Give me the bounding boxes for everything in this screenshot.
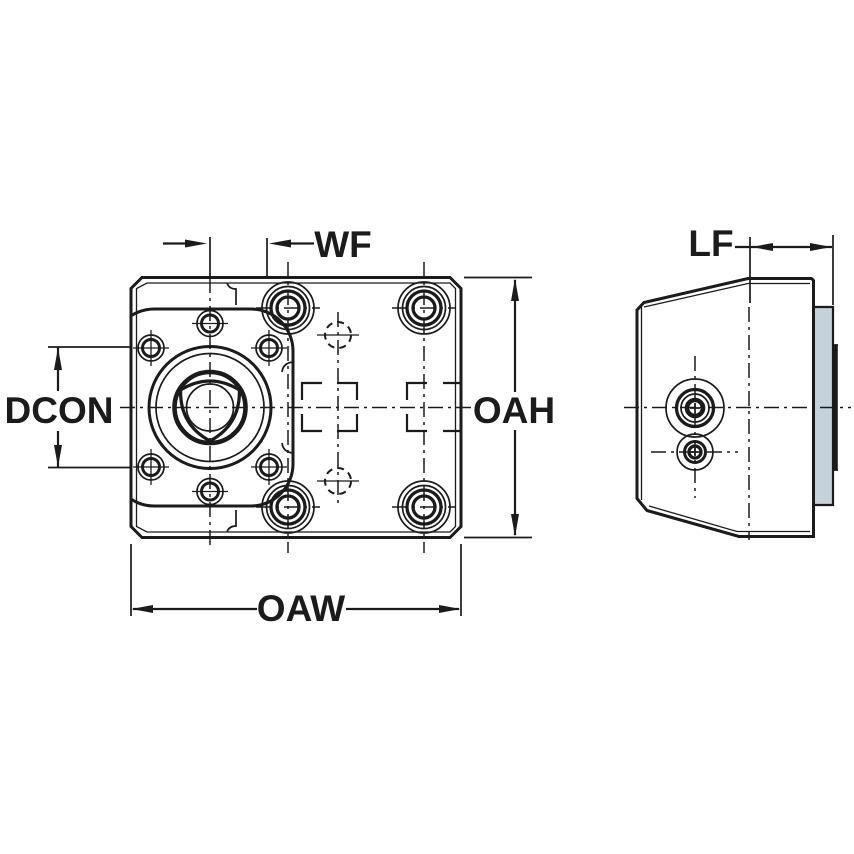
dimension-label-oah: OAH	[473, 390, 555, 431]
dimension-label-oaw: OAW	[257, 588, 345, 629]
flange-bolt-hole	[133, 449, 169, 485]
dcon-extension-lines	[48, 346, 130, 469]
corner-hole-centerline	[256, 307, 456, 508]
lf-arrowhead-right	[810, 243, 832, 251]
front-body-outline	[129, 276, 463, 539]
hidden-pocket-left	[300, 381, 359, 433]
relief-hook-bottom	[226, 510, 237, 533]
wf-arrowhead-right	[269, 239, 291, 248]
side-body-inner-edges	[640, 282, 810, 533]
oaw-extension-lines	[130, 544, 462, 616]
flange-bolt-hole	[251, 449, 287, 485]
dcon-arrowhead-bottom	[54, 445, 62, 467]
dimension-dcon: DCON	[5, 346, 130, 469]
oah-arrowhead-top	[511, 278, 519, 301]
oaw-arrowhead-right	[439, 605, 461, 613]
relief-hook-right-top	[281, 361, 294, 373]
flange-bolt-hole	[133, 330, 169, 366]
oah-extension-lines	[464, 276, 532, 539]
front-view	[120, 262, 474, 553]
hidden-pocket-right	[405, 381, 460, 433]
wf-extension-lines	[209, 237, 268, 277]
front-body-inner-edge	[135, 282, 457, 533]
coupling-polygon	[178, 379, 242, 443]
wf-arrowhead-left	[185, 239, 207, 248]
dimension-lf: LF	[688, 223, 834, 305]
dimension-oaw: OAW	[130, 544, 462, 629]
relief-hook-right-bottom	[281, 442, 294, 454]
dimension-label-wf: WF	[314, 224, 372, 265]
dimension-oah: OAH	[464, 276, 555, 539]
dimension-label-lf: LF	[688, 223, 733, 264]
dimension-wf: WF	[163, 224, 372, 277]
dimension-label-dcon: DCON	[5, 390, 114, 431]
relief-hook-top	[226, 282, 237, 305]
oah-arrowhead-bottom	[511, 514, 519, 537]
side-body-outline	[635, 277, 815, 538]
flange-bolt-hole	[251, 330, 287, 366]
side-flange	[813, 305, 838, 507]
lf-arrowhead-left	[751, 243, 773, 251]
oaw-arrowhead-left	[131, 605, 153, 613]
side-view	[624, 277, 851, 540]
dcon-arrowhead-top	[54, 347, 62, 370]
